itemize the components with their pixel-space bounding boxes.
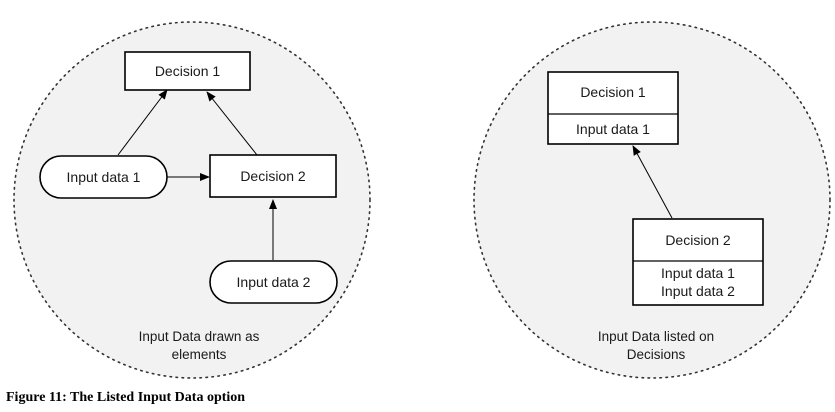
edge-decision2-to-decision1 bbox=[206, 91, 258, 156]
right-decision-2-input-1: Input data 1 bbox=[661, 265, 735, 281]
left-input-data-1-label: Input data 1 bbox=[67, 169, 141, 185]
right-decision-1-title: Decision 1 bbox=[580, 84, 646, 100]
left-panel-caption-line-1: Input Data drawn as bbox=[139, 329, 260, 344]
left-input-data-1: Input data 1 bbox=[39, 155, 168, 199]
right-panel-caption-line-2: Decisions bbox=[627, 347, 686, 362]
left-decision-2: Decision 2 bbox=[209, 154, 337, 198]
right-panel-caption-line-1: Input Data listed on bbox=[598, 329, 714, 344]
left-decision-2-label: Decision 2 bbox=[240, 168, 306, 184]
right-decision-2-title: Decision 2 bbox=[665, 232, 731, 248]
left-decision-1: Decision 1 bbox=[124, 51, 251, 91]
left-decision-1-label: Decision 1 bbox=[155, 63, 221, 79]
right-decision-2: Decision 2 Input data 1 Input data 2 bbox=[632, 218, 764, 306]
left-panel-caption-line-2: elements bbox=[172, 347, 227, 362]
edge-input1-to-decision1 bbox=[117, 89, 168, 156]
figure-caption: Figure 11: The Listed Input Data option bbox=[6, 390, 246, 405]
right-decision-2-input-2: Input data 2 bbox=[661, 283, 735, 299]
left-input-data-2-label: Input data 2 bbox=[237, 274, 311, 290]
right-decision-1: Decision 1 Input data 1 bbox=[547, 71, 679, 145]
left-input-data-2: Input data 2 bbox=[209, 260, 338, 304]
edge-decision2-to-decision1-right bbox=[632, 145, 673, 219]
right-panel: Decision 1 Input data 1 Decision 2 Input… bbox=[473, 21, 831, 379]
left-panel: Decision 1 Decision 2 Input data 1 Input… bbox=[13, 21, 371, 379]
right-decision-1-input-1: Input data 1 bbox=[576, 121, 650, 137]
